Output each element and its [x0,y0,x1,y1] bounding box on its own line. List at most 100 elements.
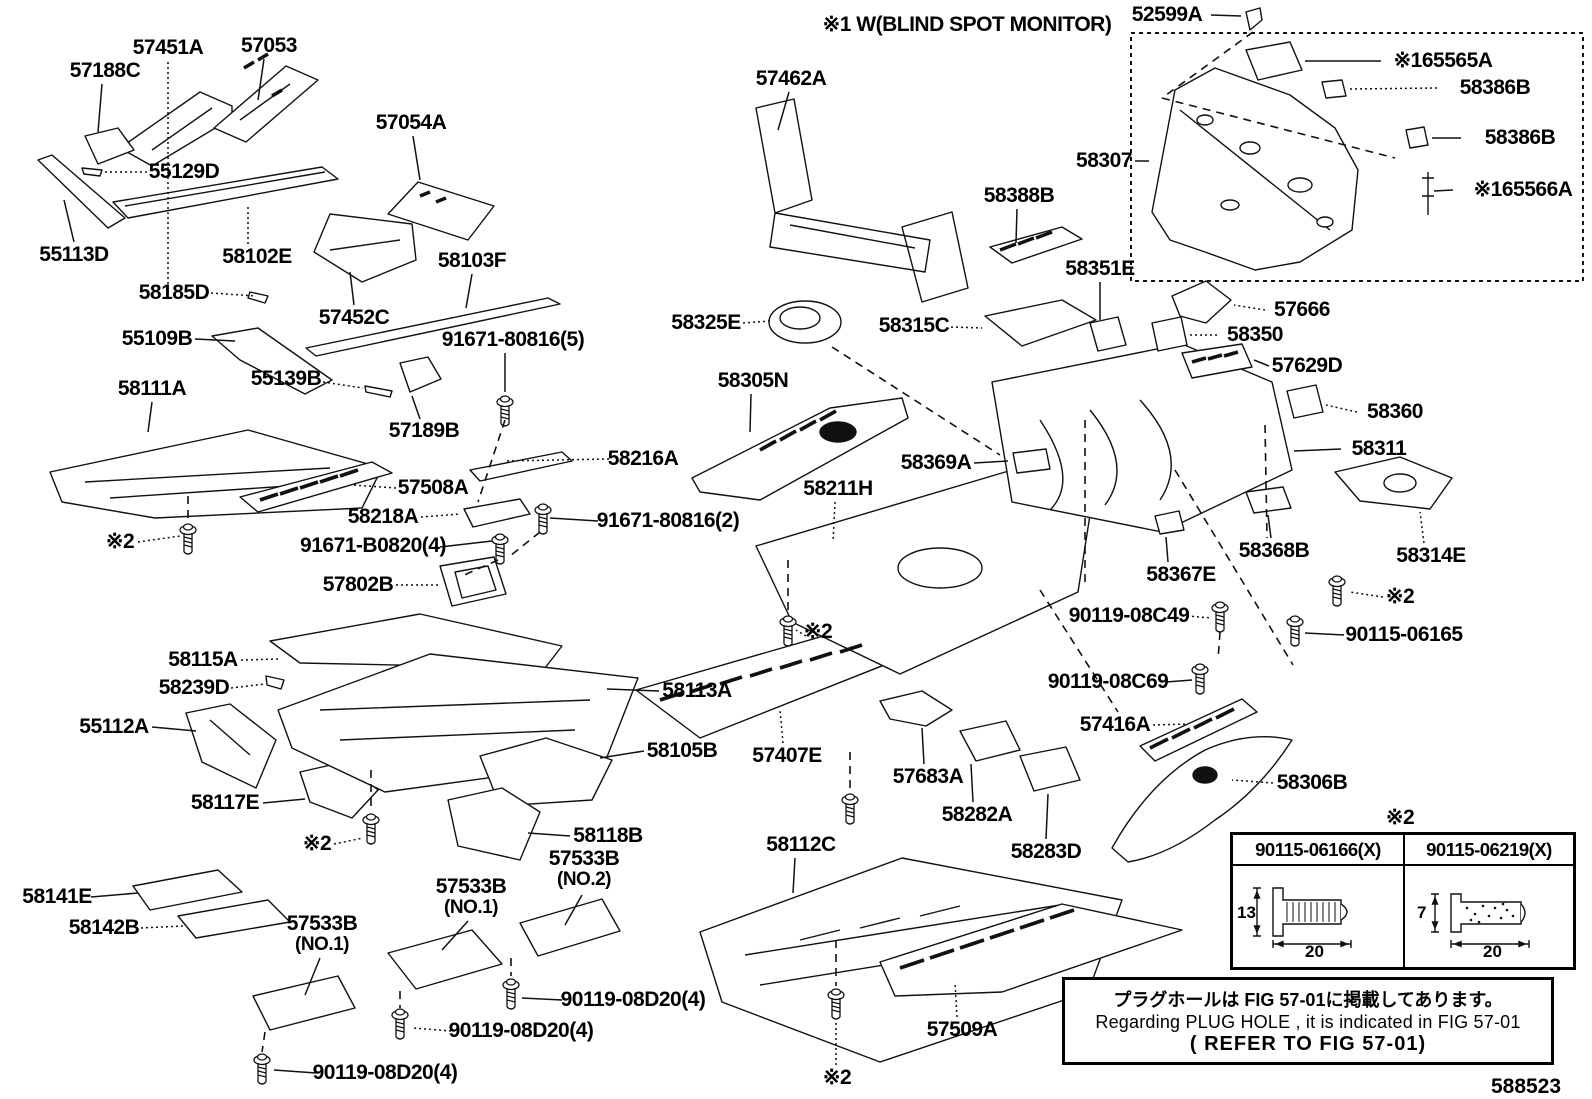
part-57666 [1171,280,1232,324]
bolt-diagram-06219 [1431,893,1530,948]
part-58314e-hole [1383,473,1417,493]
leader-line [779,709,784,744]
part-58305n [691,397,909,501]
part-58368b [1245,486,1292,514]
leader-line [1349,87,1438,90]
leader-line [954,981,958,1018]
hatch-strokes [243,52,1239,970]
part-58351e [1089,316,1127,352]
fastener-drawing: 7 20 [1405,866,1573,967]
leader-line [194,338,236,342]
part-55112a [185,703,277,789]
part-58142b [177,899,291,939]
part-57053 [213,65,319,143]
leader-line [749,393,752,433]
leader-line [333,837,364,845]
part-55113d [37,154,126,229]
leader-line [1210,14,1242,17]
dim-height: 13 [1237,903,1256,922]
part-55129d [81,167,103,177]
leader-line [1293,448,1342,452]
leader-line [63,199,75,243]
leader-line [465,273,473,309]
blind-spot-monitor-box [1130,32,1584,282]
part-57508a [239,461,393,513]
bolt-diagram-06166 [1253,887,1352,948]
part-57533b-no1-left [252,975,356,1031]
leader-line [1015,208,1018,244]
part-57452c [313,213,417,283]
part-55109b [211,327,333,395]
part-57189b [399,356,442,393]
leader-line [1253,359,1270,367]
part-58102e [112,166,339,219]
leader-line [1231,779,1274,784]
part-58315c [984,299,1097,347]
leader-line [504,458,610,462]
part-52599a-pin [1245,7,1263,31]
leader-line [1165,536,1169,563]
part-58307-hole [1220,199,1240,211]
leader-line [1433,189,1454,192]
fastener-column-06219: 90115-06219(X) [1403,835,1573,967]
fastener-drawing: 13 20 [1233,866,1403,967]
part-57416a [1139,698,1258,762]
leader-line [606,688,660,692]
leader-line [921,727,925,765]
part-58307-hole [1316,216,1334,228]
leader-line [832,501,836,543]
leader-line [140,925,184,929]
leader-line [1304,632,1345,636]
plug-hole-note-box: プラグホールは FIG 57-01に掲載してあります。 Regarding PL… [1062,977,1554,1065]
leader-line [262,798,306,804]
leader-line [97,83,103,133]
leader-line [795,629,807,637]
part-57509a [879,903,1183,997]
part-58367e [1154,510,1185,535]
leader-line [420,513,461,518]
fastener-part-number: 90115-06219(X) [1405,835,1573,866]
part-58103f [305,297,561,357]
leader-line [439,540,493,548]
part-57533b-no2 [519,898,621,957]
part-57533b-no1-right [387,929,503,990]
leader-line [1267,514,1272,539]
leader-line [1233,304,1266,311]
assembly-dashed-lines [187,31,1396,1053]
dim-length: 20 [1483,942,1502,961]
leader-lines [63,14,1461,1074]
part-58388b [989,226,1083,264]
part-58282a [959,720,1021,762]
part-57802b [439,556,507,607]
part-58386b-clip [1405,126,1429,149]
leader-line [351,484,397,489]
figure-code: 588523 [1490,1075,1562,1098]
leader-line [1152,723,1189,726]
part-65566a-pin [1422,172,1434,215]
leader-line [441,920,469,951]
leader-line [349,271,355,306]
part-65565a [1245,41,1303,81]
dim-length: 20 [1305,942,1324,961]
fastener-part-number: 90115-06166(X) [1233,835,1403,866]
leader-line [273,1069,317,1074]
part-58185d [247,291,269,304]
leader-line [257,58,265,101]
leader-line [1186,615,1213,619]
part-58118b [447,787,541,861]
part-57462a [755,98,969,303]
part-58350 [1151,316,1188,352]
leader-line [147,401,153,433]
leader-line [240,658,281,661]
part-58218a [463,498,531,528]
part-57683a [879,690,953,727]
leader-line [230,683,266,689]
leader-line [1419,511,1425,544]
leader-line [950,326,983,329]
note-reference: ( REFER TO FIG 57-01) [1189,1033,1427,1055]
fastener-column-06166: 90115-06166(X) 13 20 [1233,835,1403,967]
part-58369a [1012,448,1051,474]
leader-line [792,857,796,894]
